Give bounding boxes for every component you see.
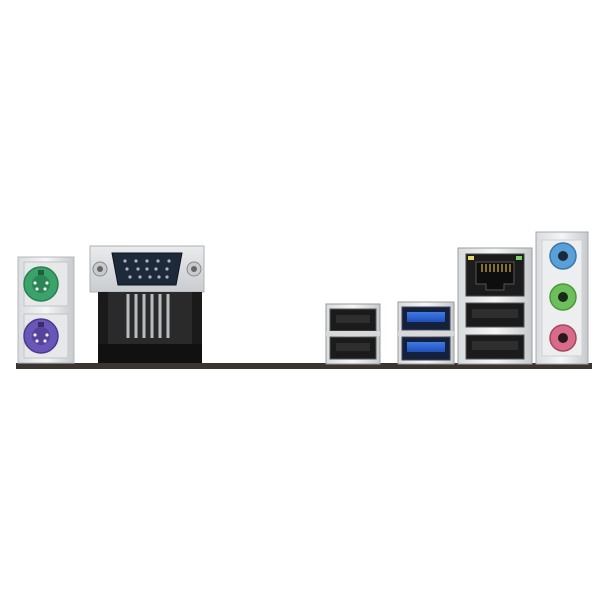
ps2-port-icon[interactable] — [23, 266, 59, 302]
pcb-edge — [16, 363, 592, 369]
vga-port-icon[interactable] — [89, 245, 205, 363]
usb-port-icon[interactable] — [397, 301, 455, 365]
audio-jack-icon[interactable] — [549, 283, 577, 311]
usb-port-icon[interactable] — [325, 303, 381, 365]
usb-port-icon[interactable] — [465, 302, 525, 360]
ps2-port-icon[interactable] — [23, 318, 59, 354]
audio-jack-icon[interactable] — [549, 242, 577, 270]
audio-jack-icon[interactable] — [549, 324, 577, 352]
